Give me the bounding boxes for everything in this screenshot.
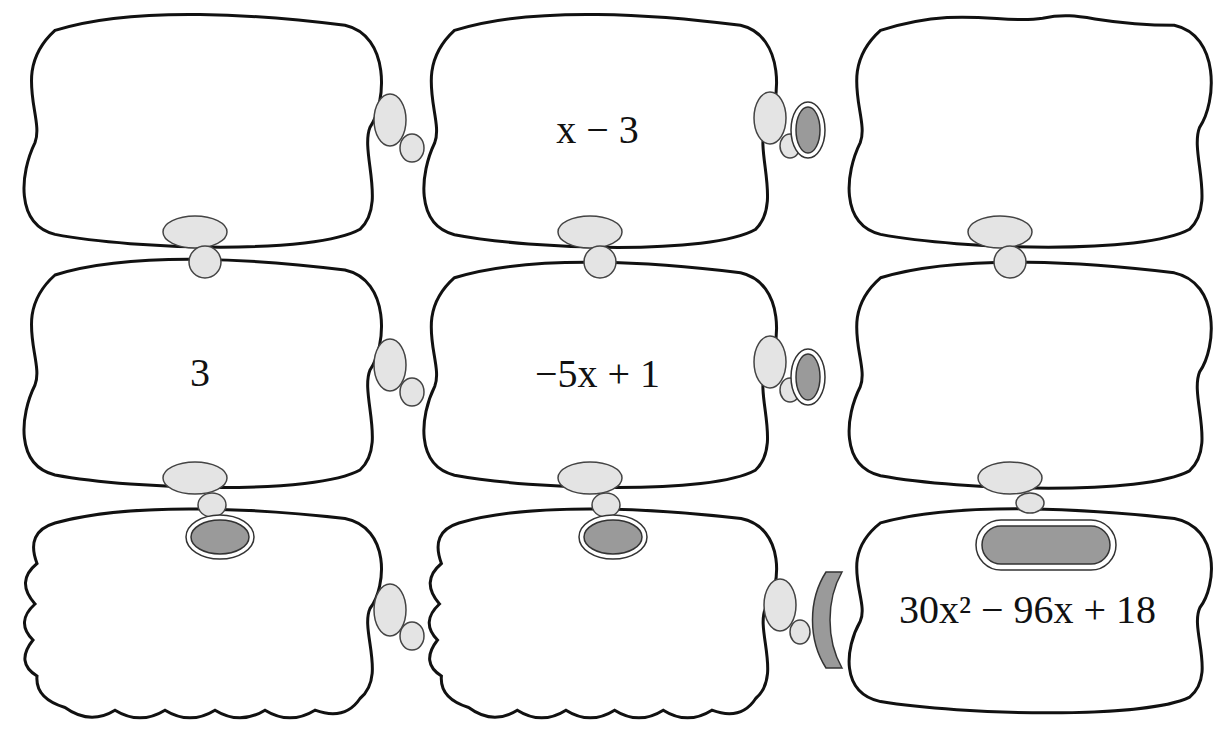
puzzle-tab	[764, 579, 810, 644]
puzzle-socket	[579, 515, 647, 559]
puzzle-tab	[374, 94, 424, 162]
puzzle-tab	[163, 216, 227, 278]
piece-outline-path	[424, 14, 777, 247]
puzzle-piece	[849, 16, 1211, 247]
puzzle-piece	[24, 509, 381, 718]
puzzle-tab	[374, 339, 424, 406]
expression-text: −5x + 1	[535, 352, 660, 396]
puzzle-piece: 3	[15, 255, 385, 490]
puzzle-socket	[976, 520, 1116, 570]
puzzle-piece	[24, 14, 382, 247]
puzzle-tab	[978, 462, 1044, 513]
puzzle-piece: −5x + 1	[415, 258, 780, 490]
piece-content: 30x² − 96x + 18	[840, 505, 1215, 715]
puzzle-piece	[429, 509, 776, 718]
piece-outline-path	[24, 259, 382, 487]
puzzle-tab	[374, 584, 424, 650]
puzzle-socket	[791, 349, 825, 405]
puzzle-socket	[813, 572, 843, 668]
puzzle-piece: 30x² − 96x + 18	[840, 505, 1215, 715]
piece-outline-path	[424, 262, 777, 487]
puzzle-piece: x − 3	[415, 10, 780, 250]
puzzle-piece	[849, 262, 1211, 488]
puzzle-tab	[968, 216, 1032, 278]
puzzle-tab	[754, 92, 800, 158]
expression-text: 30x² − 96x + 18	[899, 588, 1156, 632]
puzzle-tab	[163, 462, 227, 517]
piece-outline-path	[849, 509, 1211, 713]
puzzle-tab	[558, 462, 622, 517]
puzzle-tab	[558, 216, 622, 278]
expression-text: x − 3	[556, 108, 639, 152]
piece-content: 3	[15, 255, 385, 490]
puzzle-socket	[791, 102, 825, 158]
piece-content: −5x + 1	[415, 258, 780, 490]
puzzle-socket	[186, 515, 254, 559]
expression-text: 3	[190, 351, 210, 395]
piece-content: x − 3	[415, 10, 780, 250]
puzzle-tab	[754, 336, 800, 402]
